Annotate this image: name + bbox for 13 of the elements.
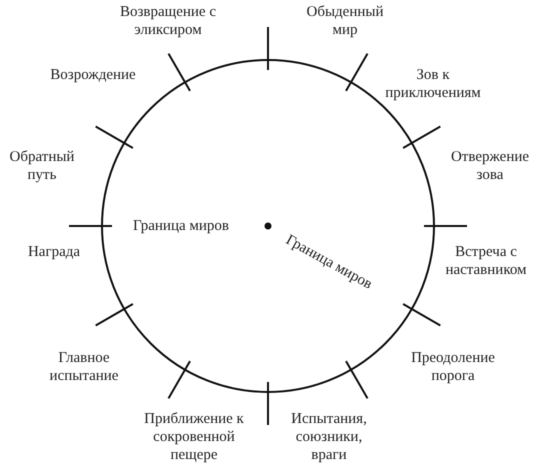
stage-label: Встреча с наставником <box>444 243 528 279</box>
stage-label: Испытания, союзники, враги <box>290 410 368 464</box>
stage-label: Отвержение зова <box>450 148 530 184</box>
stage-label: Зов к приключениям <box>384 66 482 102</box>
stage-label: Обыденный мир <box>306 3 384 39</box>
stage-label: Возрождение <box>49 66 137 84</box>
stage-label: Преодоление порога <box>410 349 496 385</box>
stage-label: Возвращение с эликсиром <box>119 3 217 39</box>
stage-label: Приближение к сокровенной пещере <box>143 410 245 464</box>
stage-label: Обратный путь <box>8 148 76 184</box>
circle-label: Граница миров <box>133 217 229 235</box>
stage-label: Главное испытание <box>48 349 120 385</box>
stage-label: Награда <box>26 243 82 261</box>
